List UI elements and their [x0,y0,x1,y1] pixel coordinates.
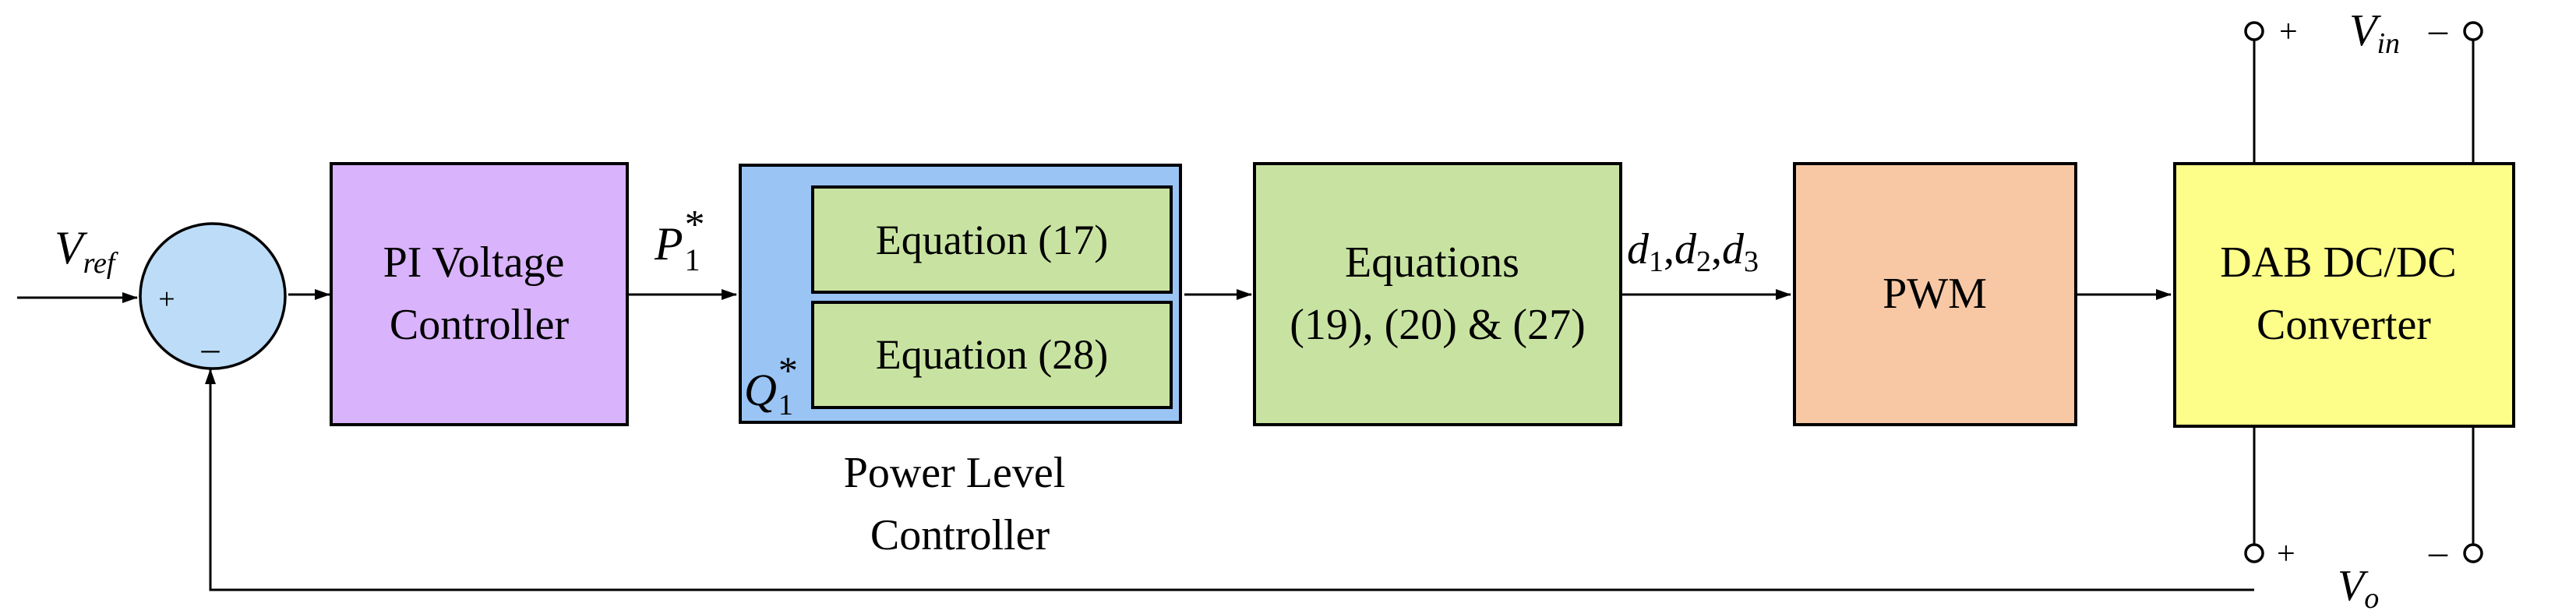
equations-block-label: Equations (19), (20) & (27) [1290,238,1585,349]
duty-ratios-label: d1,d2,d3 [1627,225,1759,278]
pi-voltage-controller-block: PI Voltage Controller [330,162,629,426]
vref-label: Vref [55,222,118,280]
power-level-controller-block: Equation (17) Equation (28) Q1* Power Le… [739,164,1182,559]
vo-label: Vo [2338,562,2379,614]
vin-minus-sign: – [2428,9,2448,51]
vin-plus-terminal [2244,21,2264,41]
equation-28-label: Equation (28) [876,331,1108,378]
pwm-block: PWM [1793,162,2077,426]
equation-28-box [811,301,1173,409]
pi-block-label: PI Voltage Controller [383,238,576,349]
vin-label: Vin [2349,5,2400,60]
dab-block-rect [2173,162,2515,428]
vin-terminals: + – Vin [2244,5,2483,60]
dab-converter-block: DAB DC/DC Converter [2173,162,2515,428]
dab-block-label: DAB DC/DC Converter [2220,238,2467,349]
vin-plus-sign: + [2279,14,2298,50]
pi-block-rect [330,162,629,426]
vo-minus-terminal [2463,543,2483,563]
vin-minus-terminal [2463,21,2483,41]
wire-feedback [205,369,2254,591]
summing-plus-sign: + [158,283,175,316]
power-level-caption: Power Level Controller [844,449,1077,559]
vo-minus-sign: – [2428,531,2448,573]
vo-plus-sign: + [2277,536,2295,572]
pwm-block-label: PWM [1883,270,1987,318]
equations-block: Equations (19), (20) & (27) [1253,162,1622,426]
p1-star-label: P1* [654,203,705,277]
summing-junction: + – [139,222,287,370]
equation-17-label: Equation (17) [876,217,1108,263]
equations-block-rect [1253,162,1622,426]
vo-terminals: + – Vo [2244,531,2483,614]
summing-minus-sign: – [201,328,221,368]
summing-circle [139,222,287,370]
equation-17-box [811,185,1173,294]
q1-star-label: Q1* [744,348,798,422]
pwm-block-rect [1793,162,2077,426]
vo-plus-terminal [2244,543,2264,563]
